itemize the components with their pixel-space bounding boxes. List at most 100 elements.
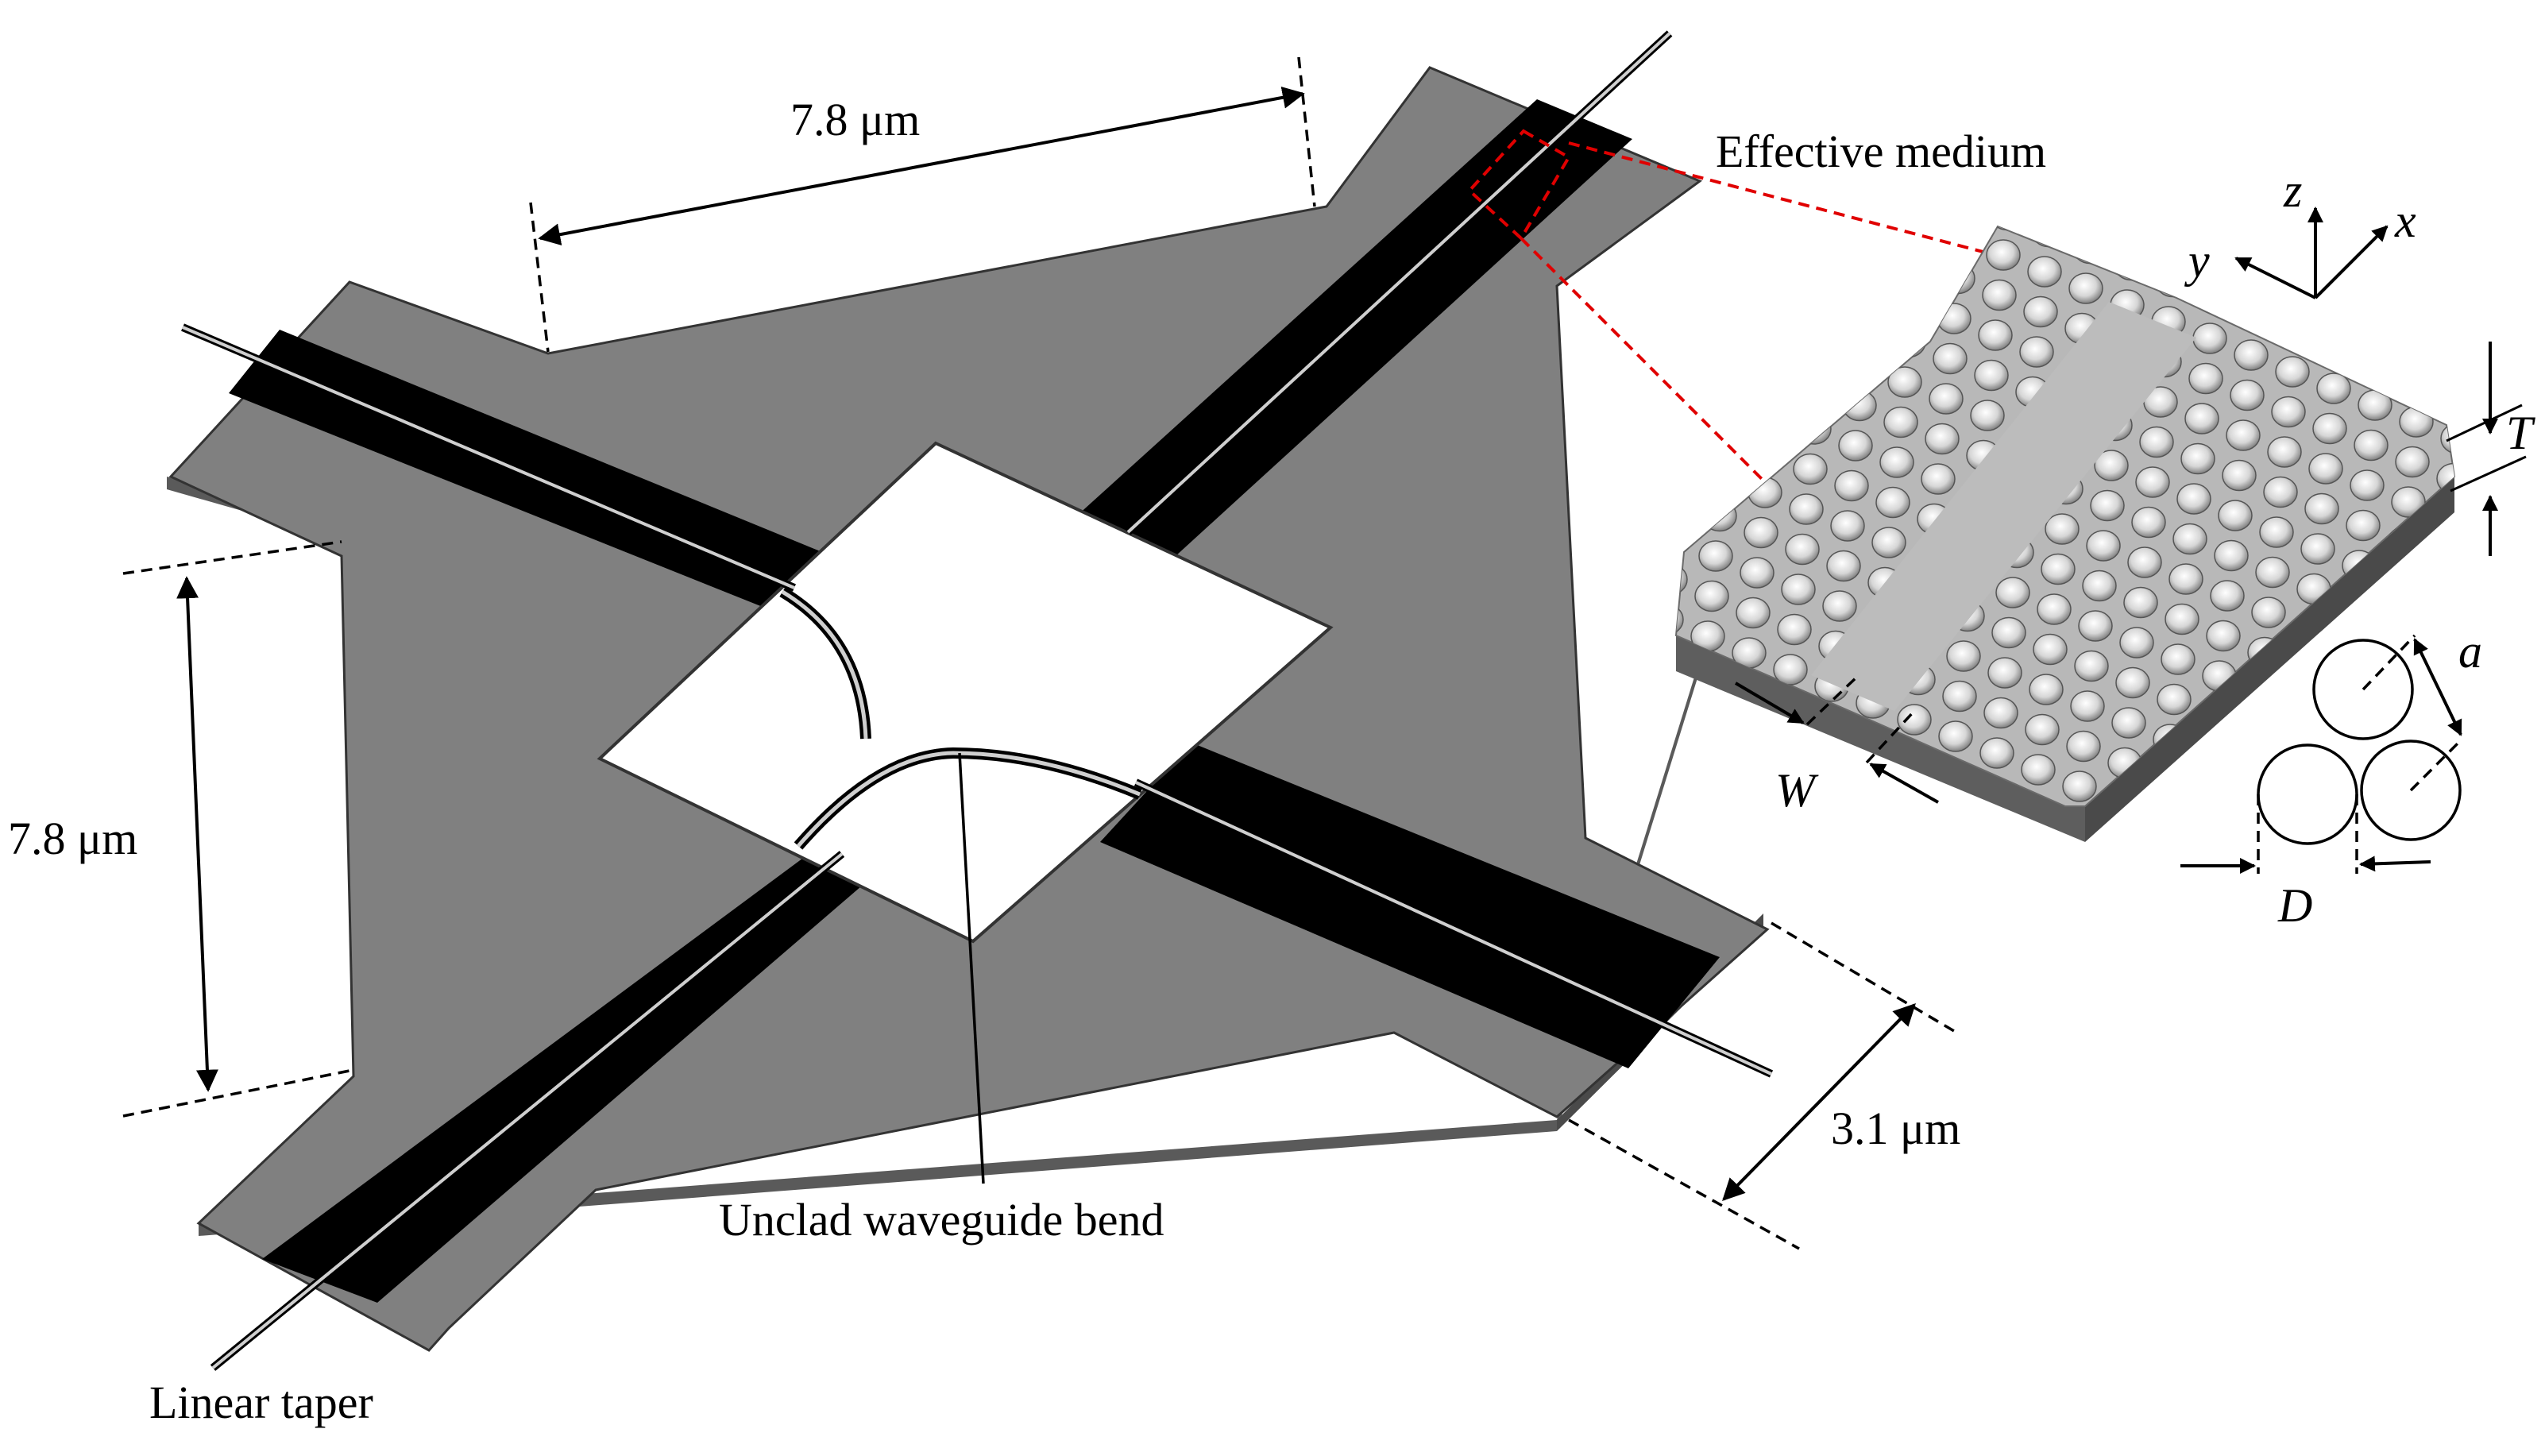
- lattice-hole: [2111, 707, 2146, 739]
- lattice-hole: [2226, 419, 2261, 451]
- lattice-hole: [1698, 540, 1733, 572]
- lattice-hole: [2520, 497, 2545, 527]
- lattice-hole: [2165, 603, 2199, 635]
- lattice-hole: [2155, 265, 2190, 298]
- lattice-hole: [1983, 697, 2018, 729]
- lattice-hole: [1995, 577, 2030, 608]
- lattice-hole: [2196, 282, 2231, 315]
- lattice-side-left: [1676, 635, 2085, 842]
- lattice-hole: [1789, 493, 1824, 525]
- lattice-hole: [2407, 326, 2442, 357]
- lattice-hole: [2399, 406, 2434, 438]
- lattice-hole: [2279, 315, 2314, 348]
- lattice-hole: [1986, 239, 2021, 271]
- lattice-hole: [2118, 226, 2153, 241]
- dimension-right: 3.1 μm: [1568, 921, 1960, 1250]
- lattice-hole: [2029, 674, 2064, 705]
- dimension-right-label: 3.1 μm: [1831, 1103, 1960, 1154]
- lattice-hole: [1887, 366, 1922, 398]
- param-T: T: [2446, 342, 2535, 556]
- lattice-hole: [2391, 486, 2426, 518]
- lattice-hole: [1842, 389, 1877, 422]
- lattice-hole: [2090, 489, 2125, 522]
- lattice-hole: [1879, 446, 1914, 478]
- lattice-hole: [2068, 272, 2103, 304]
- unclad-bend-label: Unclad waveguide bend: [719, 1194, 1164, 1246]
- lattice-hole: [2251, 597, 2286, 628]
- lattice-hole: [2100, 828, 2134, 859]
- lattice-unit-cell: a D: [2180, 625, 2482, 932]
- lattice-hole: [2478, 481, 2512, 511]
- lattice-hole: [1830, 510, 1865, 542]
- lattice-hole: [2045, 513, 2080, 545]
- lattice-hole: [2259, 516, 2294, 548]
- lattice-hole: [2304, 492, 2339, 525]
- lattice-hole: [2031, 226, 2066, 248]
- lattice-hole: [1834, 469, 1869, 502]
- lattice-hole: [2440, 423, 2454, 454]
- lattice-hole: [2312, 412, 2347, 445]
- lattice-hole: [1899, 245, 1934, 278]
- lattice-hole: [2395, 446, 2430, 478]
- lattice-hole: [1694, 580, 1729, 612]
- unclad-window: [597, 441, 1334, 944]
- lattice-hole: [2424, 583, 2454, 615]
- dimension-left-label: 7.8 μm: [8, 813, 137, 864]
- lattice-hole: [1942, 680, 1977, 713]
- lattice-hole: [2365, 309, 2400, 341]
- lattice-hole: [2023, 295, 2058, 328]
- lattice-hole: [2161, 643, 2195, 675]
- lattice-hole: [2172, 523, 2207, 555]
- lattice-hole: [1987, 657, 2022, 689]
- lattice-hole: [2176, 483, 2211, 515]
- lattice-hole: [1871, 527, 1906, 558]
- lattice-hole: [1781, 574, 1816, 605]
- lattice-hole: [2239, 716, 2274, 749]
- lattice-hole: [2403, 365, 2438, 398]
- lattice-hole: [1822, 590, 1857, 622]
- lattice-hole: [1895, 286, 1930, 318]
- lattice-hole: [1846, 350, 1881, 381]
- lattice-hole: [2300, 533, 2335, 565]
- lattice-hole: [2114, 249, 2149, 281]
- dimension-top: 7.8 μm: [529, 56, 1316, 353]
- lattice-hole: [1946, 640, 1981, 672]
- lattice-hole: [2255, 556, 2290, 589]
- lattice-hole: [2324, 292, 2359, 324]
- axis-y-label: y: [2184, 234, 2210, 287]
- lattice-hole: [1944, 226, 1979, 254]
- lattice-hole: [1608, 588, 1642, 618]
- lattice-hole: [2139, 426, 2174, 458]
- lattice-hole: [1801, 373, 1836, 405]
- lattice-hole: [2141, 845, 2175, 875]
- lattice-hole: [2188, 362, 2223, 395]
- lattice-hole: [1755, 396, 1790, 428]
- lattice-hole: [2234, 339, 2269, 371]
- lattice-hole: [2222, 459, 2257, 492]
- axes-icon: z x y: [2184, 164, 2416, 299]
- lattice-hole: [2420, 623, 2454, 655]
- lattice-hole: [2135, 466, 2170, 498]
- lattice-hole: [2218, 500, 2253, 531]
- lattice-hole: [2524, 457, 2545, 487]
- linear-taper-label: Linear taper: [149, 1377, 373, 1428]
- lattice-hole: [2190, 780, 2225, 806]
- lattice-hole: [2316, 373, 2351, 404]
- lattice-hole: [1933, 342, 1968, 375]
- param-W: W: [1734, 674, 1939, 817]
- lattice-side-right: [2085, 477, 2454, 842]
- axis-x-label: x: [2394, 195, 2416, 247]
- lattice-hole: [1702, 500, 1737, 532]
- dimension-left: 7.8 μm: [8, 540, 350, 1118]
- lattice-hole: [1938, 720, 1973, 752]
- lattice-hole: [2275, 356, 2310, 388]
- lattice-hole: [1941, 262, 1975, 295]
- lattice-hole: [2115, 666, 2150, 699]
- lattice-hole: [2516, 537, 2545, 567]
- lattice-hole: [2180, 442, 2215, 475]
- lattice-hole: [2308, 453, 2343, 485]
- lattice-hole: [2230, 379, 2265, 411]
- lattice-hole: [1850, 309, 1885, 342]
- lattice-hole: [2354, 429, 2389, 462]
- lattice-hole: [1785, 533, 1820, 566]
